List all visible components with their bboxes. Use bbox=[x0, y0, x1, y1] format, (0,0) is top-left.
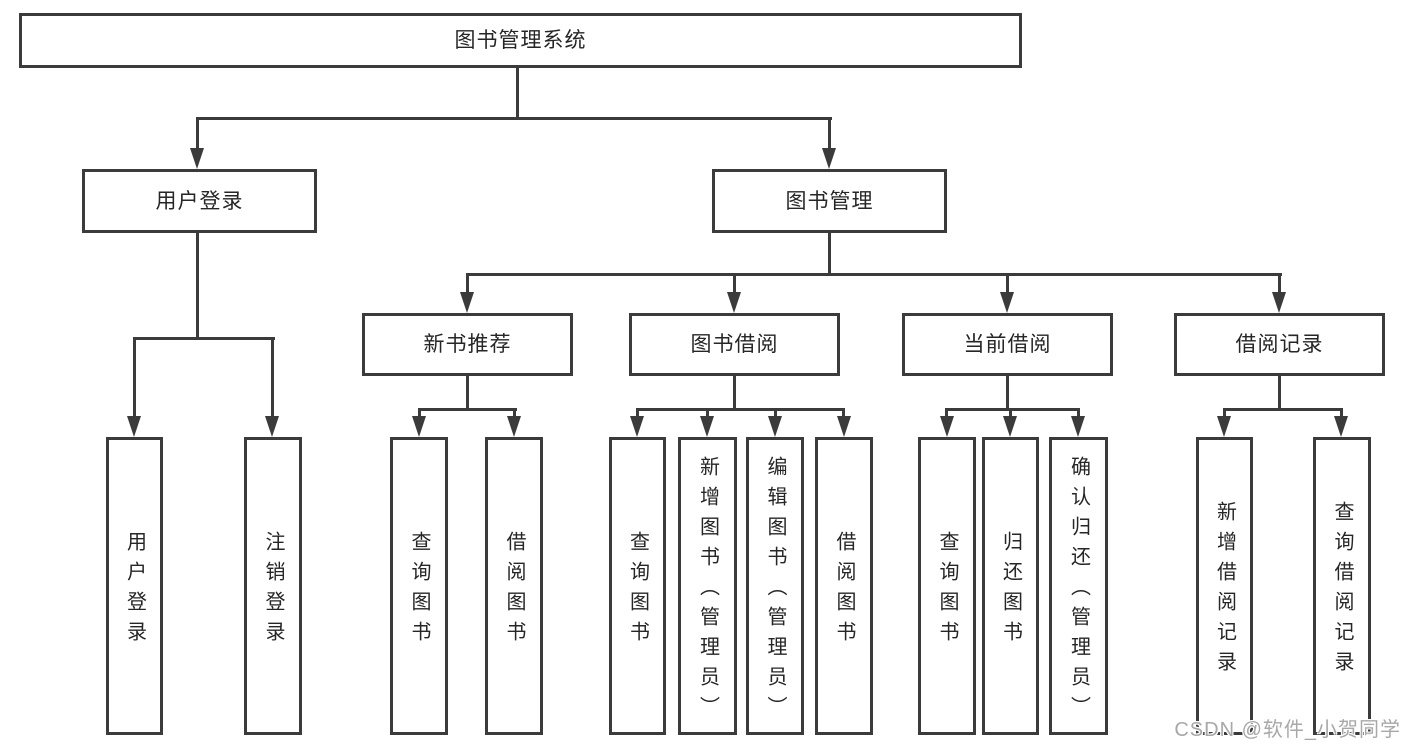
leaf-logout: 注销登录 bbox=[244, 437, 302, 735]
leaf-query-book: 查询图书 bbox=[609, 437, 666, 735]
arrow-down-icon bbox=[727, 292, 741, 313]
leaf-borrow-book: 借阅图书 bbox=[815, 437, 873, 735]
arrow-down-icon bbox=[837, 416, 851, 437]
leaf-query-book: 查询图书 bbox=[918, 437, 976, 735]
csdn-watermark: CSDN @软件_小贺同学 bbox=[1174, 719, 1401, 741]
connector-shaft bbox=[1009, 408, 1012, 418]
connector-shaft bbox=[1278, 273, 1281, 295]
leaf-borrow-book: 借阅图书 bbox=[485, 437, 543, 735]
arrow-down-icon bbox=[1000, 292, 1014, 313]
arrow-down-icon bbox=[940, 416, 954, 437]
node-borrow-record: 借阅记录 bbox=[1174, 313, 1385, 376]
arrow-down-icon bbox=[265, 416, 279, 437]
arrow-down-icon bbox=[460, 292, 474, 313]
connector-bus bbox=[945, 408, 1079, 411]
arrow-down-icon bbox=[412, 416, 426, 437]
arrow-down-icon bbox=[190, 148, 204, 169]
arrow-down-icon bbox=[1003, 416, 1017, 437]
connector-stem bbox=[828, 233, 831, 275]
connector-bus bbox=[466, 273, 1282, 276]
leaf-user-login: 用户登录 bbox=[106, 437, 163, 735]
node-root: 图书管理系统 bbox=[19, 13, 1022, 68]
connector-shaft bbox=[418, 408, 421, 418]
connector-shaft bbox=[1340, 408, 1343, 418]
arrow-down-icon bbox=[1217, 416, 1231, 437]
arrow-down-icon bbox=[1071, 416, 1085, 437]
connector-shaft bbox=[196, 117, 199, 150]
connector-root-bus bbox=[196, 117, 832, 120]
connector-stem bbox=[733, 376, 736, 410]
connector-shaft bbox=[842, 408, 845, 418]
node-current-borrow: 当前借阅 bbox=[902, 313, 1113, 376]
arrow-down-icon bbox=[822, 148, 836, 169]
connector-bus bbox=[636, 408, 845, 411]
connector-shaft bbox=[1223, 408, 1226, 418]
connector-shaft bbox=[828, 117, 831, 150]
arrow-down-icon bbox=[127, 416, 141, 437]
connector-stem bbox=[1278, 376, 1281, 410]
connector-stem bbox=[466, 376, 469, 410]
connector-shaft bbox=[271, 337, 274, 418]
connector-shaft bbox=[706, 408, 709, 418]
connector-shaft bbox=[733, 273, 736, 295]
arrow-down-icon bbox=[1334, 416, 1348, 437]
arrow-down-icon bbox=[630, 416, 644, 437]
connector-shaft bbox=[1006, 273, 1009, 295]
arrow-down-icon bbox=[700, 416, 714, 437]
connector-bus bbox=[418, 408, 517, 411]
connector-shaft bbox=[636, 408, 639, 418]
leaf-edit-book-admin: 编辑图书（管理员） bbox=[746, 437, 804, 735]
connector-stem bbox=[1006, 376, 1009, 410]
arrow-down-icon bbox=[507, 416, 521, 437]
connector-shaft bbox=[133, 337, 136, 418]
node-book-borrow: 图书借阅 bbox=[629, 313, 840, 376]
connector-shaft bbox=[945, 408, 948, 418]
connector-shaft bbox=[774, 408, 777, 418]
connector-shaft bbox=[1077, 408, 1080, 418]
connector-shaft bbox=[466, 273, 469, 295]
connector-bus bbox=[133, 337, 275, 340]
connector-stem bbox=[196, 233, 199, 339]
node-new-book-recommend: 新书推荐 bbox=[362, 313, 573, 376]
leaf-query-borrow-record: 查询借阅记录 bbox=[1313, 437, 1371, 735]
leaf-add-borrow-record: 新增借阅记录 bbox=[1196, 437, 1253, 735]
node-book-management: 图书管理 bbox=[712, 169, 947, 233]
connector-bus bbox=[1223, 408, 1343, 411]
leaf-query-book: 查询图书 bbox=[390, 437, 448, 735]
arrow-down-icon bbox=[768, 416, 782, 437]
leaf-return-book: 归还图书 bbox=[982, 437, 1039, 735]
node-user-login: 用户登录 bbox=[82, 169, 317, 233]
arrow-down-icon bbox=[1272, 292, 1286, 313]
connector-shaft bbox=[513, 408, 516, 418]
connector-root-stem bbox=[516, 68, 519, 119]
leaf-confirm-return-admin: 确认归还（管理员） bbox=[1049, 437, 1108, 735]
leaf-add-book-admin: 新增图书（管理员） bbox=[678, 437, 737, 735]
